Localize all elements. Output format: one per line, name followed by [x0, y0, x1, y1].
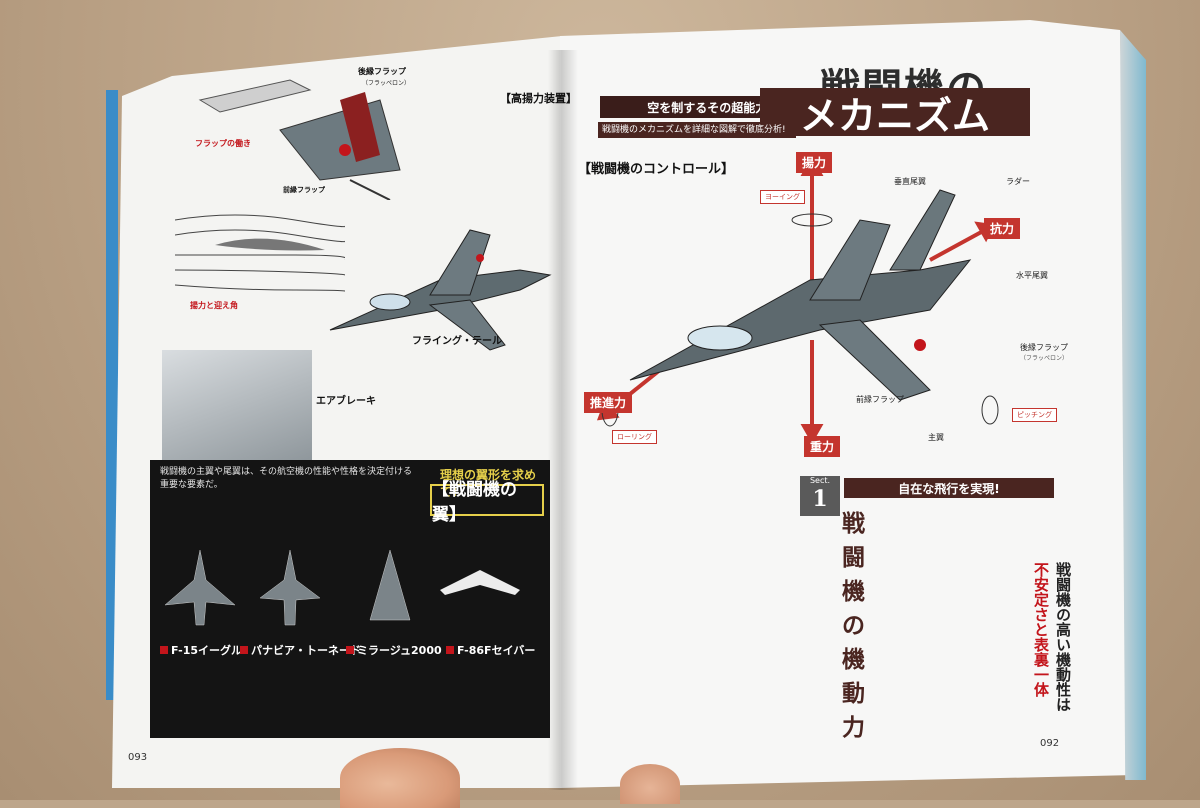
force-thrust-label: 推進力: [584, 392, 633, 413]
plane-name-tornado: パナビア・トーネード: [240, 642, 361, 658]
wing-panel-intro: 戦闘機の主翼や尾翼は、その航空機の性能や性格を決定付ける重要な要素だ。: [160, 467, 413, 490]
section-badge: Sect. 1: [800, 476, 840, 516]
page-number-left: 093: [128, 752, 148, 763]
air-brake-label: エアブレーキ: [316, 396, 376, 407]
plane-name-f86f: F-86Fセイバー: [446, 642, 535, 658]
headline-lead: 戦闘機のメカニズムを詳細な図解で徹底分析!: [598, 122, 796, 138]
flap-role-label: フラップの働き: [195, 139, 251, 148]
force-drag-label: 抗力: [984, 218, 1021, 239]
label-vertical-fin: 垂直尾翼: [894, 177, 926, 186]
label-horizontal-tail: 水平尾翼: [1016, 271, 1048, 280]
label-trailing-flap-text: 後縁フラップ: [1020, 343, 1068, 352]
axis-roll-tag: ローリング: [612, 430, 657, 444]
leading-flap-label: 前縁フラップ: [283, 186, 325, 194]
wing-flap-diagram: [198, 79, 401, 200]
label-rudder: ラダー: [1006, 177, 1030, 186]
magazine-cover-edge: [106, 90, 118, 700]
flap-trailing-label: 後縁フラップ: [358, 67, 406, 76]
plane-name-mirage: ミラージュ2000: [346, 642, 442, 658]
section-title: 戦闘機の機動力: [842, 511, 865, 741]
pullquote-line-2: 不安定さと表裏一体: [1032, 562, 1050, 697]
force-lift-label: 揚力: [796, 152, 833, 173]
page-stack-edge: [1120, 30, 1146, 780]
flying-tail-label: フライング・テール: [412, 336, 502, 347]
wing-types-panel: 戦闘機の主翼や尾翼は、その航空機の性能や性格を決定付ける重要な要素だ。 理想の翼…: [150, 460, 550, 738]
control-section-head: 【戦闘機のコントロール】: [578, 162, 735, 177]
pullquote: 戦闘機の高い機動性は 不安定さと表裏一体: [1018, 562, 1074, 732]
section-badge-label: Sect.: [809, 476, 831, 485]
high-lift-section-title: 【高揚力装置】: [500, 92, 577, 105]
jet-illustration-left: [329, 229, 552, 351]
airflow-diagram: [175, 214, 345, 292]
jet-forces-diagram: [596, 160, 999, 445]
plane-silhouettes: [164, 550, 520, 626]
wing-panel-tagline: 理想の翼形を求めて!: [440, 468, 537, 499]
thumb-left: [340, 748, 460, 808]
axis-pitch-tag: ピッチング: [1012, 408, 1057, 422]
label-main-wing: 主翼: [928, 433, 944, 442]
plane-name-f15: F-15イーグル: [160, 642, 242, 658]
pullquote-line-1: 戦闘機の高い機動性は: [1054, 562, 1072, 712]
spine-shadow: [548, 50, 578, 790]
label-leading-flap: 前縁フラップ: [856, 395, 904, 404]
label-flaperon-text: （フラッペロン）: [1020, 355, 1069, 362]
lift-angle-label: 揚力と迎え角: [190, 301, 238, 310]
wing-panel-title: 【戦闘機の翼】: [430, 480, 544, 525]
flaperon-sublabel: （フラッペロン）: [362, 80, 411, 87]
air-brake-photo: [162, 350, 312, 460]
label-trailing-flap: 後縁フラップ （フラッペロン）: [1020, 342, 1068, 362]
page-number-right: 092: [1040, 738, 1060, 749]
section-badge-number: 1: [812, 486, 828, 512]
headline-line-2: メカニズム: [760, 88, 1030, 138]
force-weight-label: 重力: [804, 436, 841, 457]
right-page: [560, 20, 1135, 788]
thumb-right: [620, 764, 680, 804]
section-subtitle: 自在な飛行を実現!: [844, 478, 1054, 498]
axis-yaw-tag: ヨーイング: [760, 190, 805, 204]
